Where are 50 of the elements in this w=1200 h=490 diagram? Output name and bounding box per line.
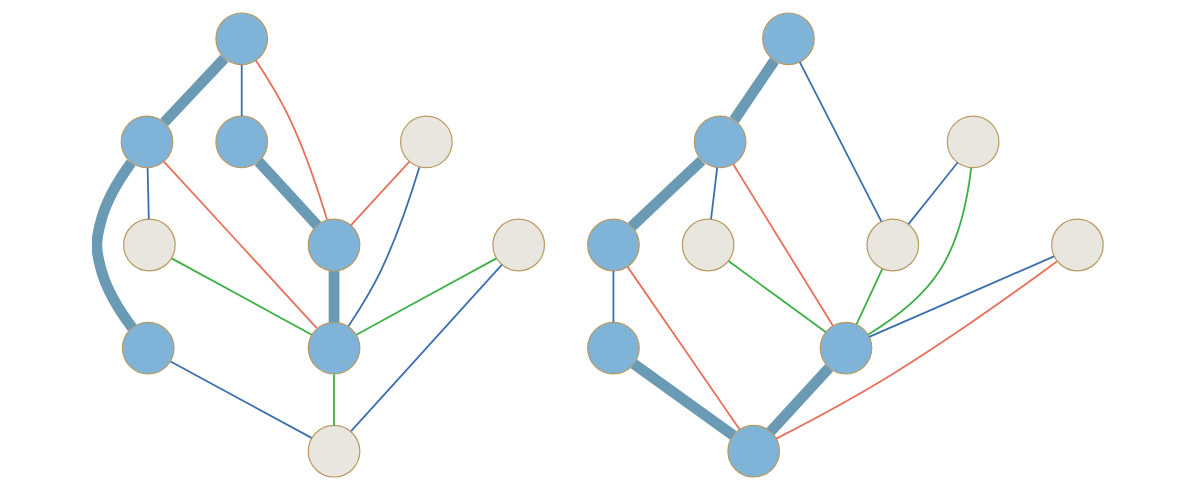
connector [612, 270, 615, 324]
connector [727, 260, 827, 333]
node-circle [587, 321, 640, 375]
connector [355, 257, 498, 336]
node-circle [587, 218, 640, 272]
connector [169, 360, 313, 439]
connector [729, 57, 779, 123]
connector [732, 163, 834, 327]
connector [328, 271, 340, 323]
connector [907, 161, 959, 225]
node-circle [866, 218, 920, 272]
connector [255, 59, 328, 221]
connector [92, 159, 137, 331]
node-circle [727, 424, 781, 478]
node-circle [693, 115, 747, 169]
connector [798, 61, 883, 223]
connector [146, 167, 150, 221]
node-circle [762, 12, 815, 66]
connector [240, 63, 243, 117]
node-circle [307, 321, 361, 375]
connector [868, 255, 1055, 338]
node-circle [307, 218, 361, 272]
node-circle [681, 218, 735, 272]
node-circle [307, 424, 361, 478]
connector [775, 260, 1058, 440]
node-circle [215, 12, 269, 66]
connector [350, 263, 503, 433]
node-circle [400, 115, 453, 169]
node-circle [120, 115, 174, 169]
connector [333, 373, 335, 427]
connector [766, 364, 834, 436]
connector [867, 167, 973, 336]
connector [170, 257, 313, 336]
connector [349, 160, 411, 227]
connector [630, 359, 737, 440]
node-circle [946, 115, 1000, 169]
connector [628, 156, 706, 231]
node-circle [819, 321, 873, 375]
connector [254, 157, 322, 230]
node-circle [1051, 218, 1104, 272]
connector [626, 265, 741, 431]
node-circle [123, 218, 176, 272]
connector [160, 54, 229, 127]
connector [710, 167, 719, 221]
connector [163, 160, 318, 329]
connector [347, 166, 421, 328]
node-circle [492, 218, 546, 272]
node-circle [215, 115, 269, 169]
node-circle [121, 321, 175, 375]
connector [855, 268, 884, 326]
